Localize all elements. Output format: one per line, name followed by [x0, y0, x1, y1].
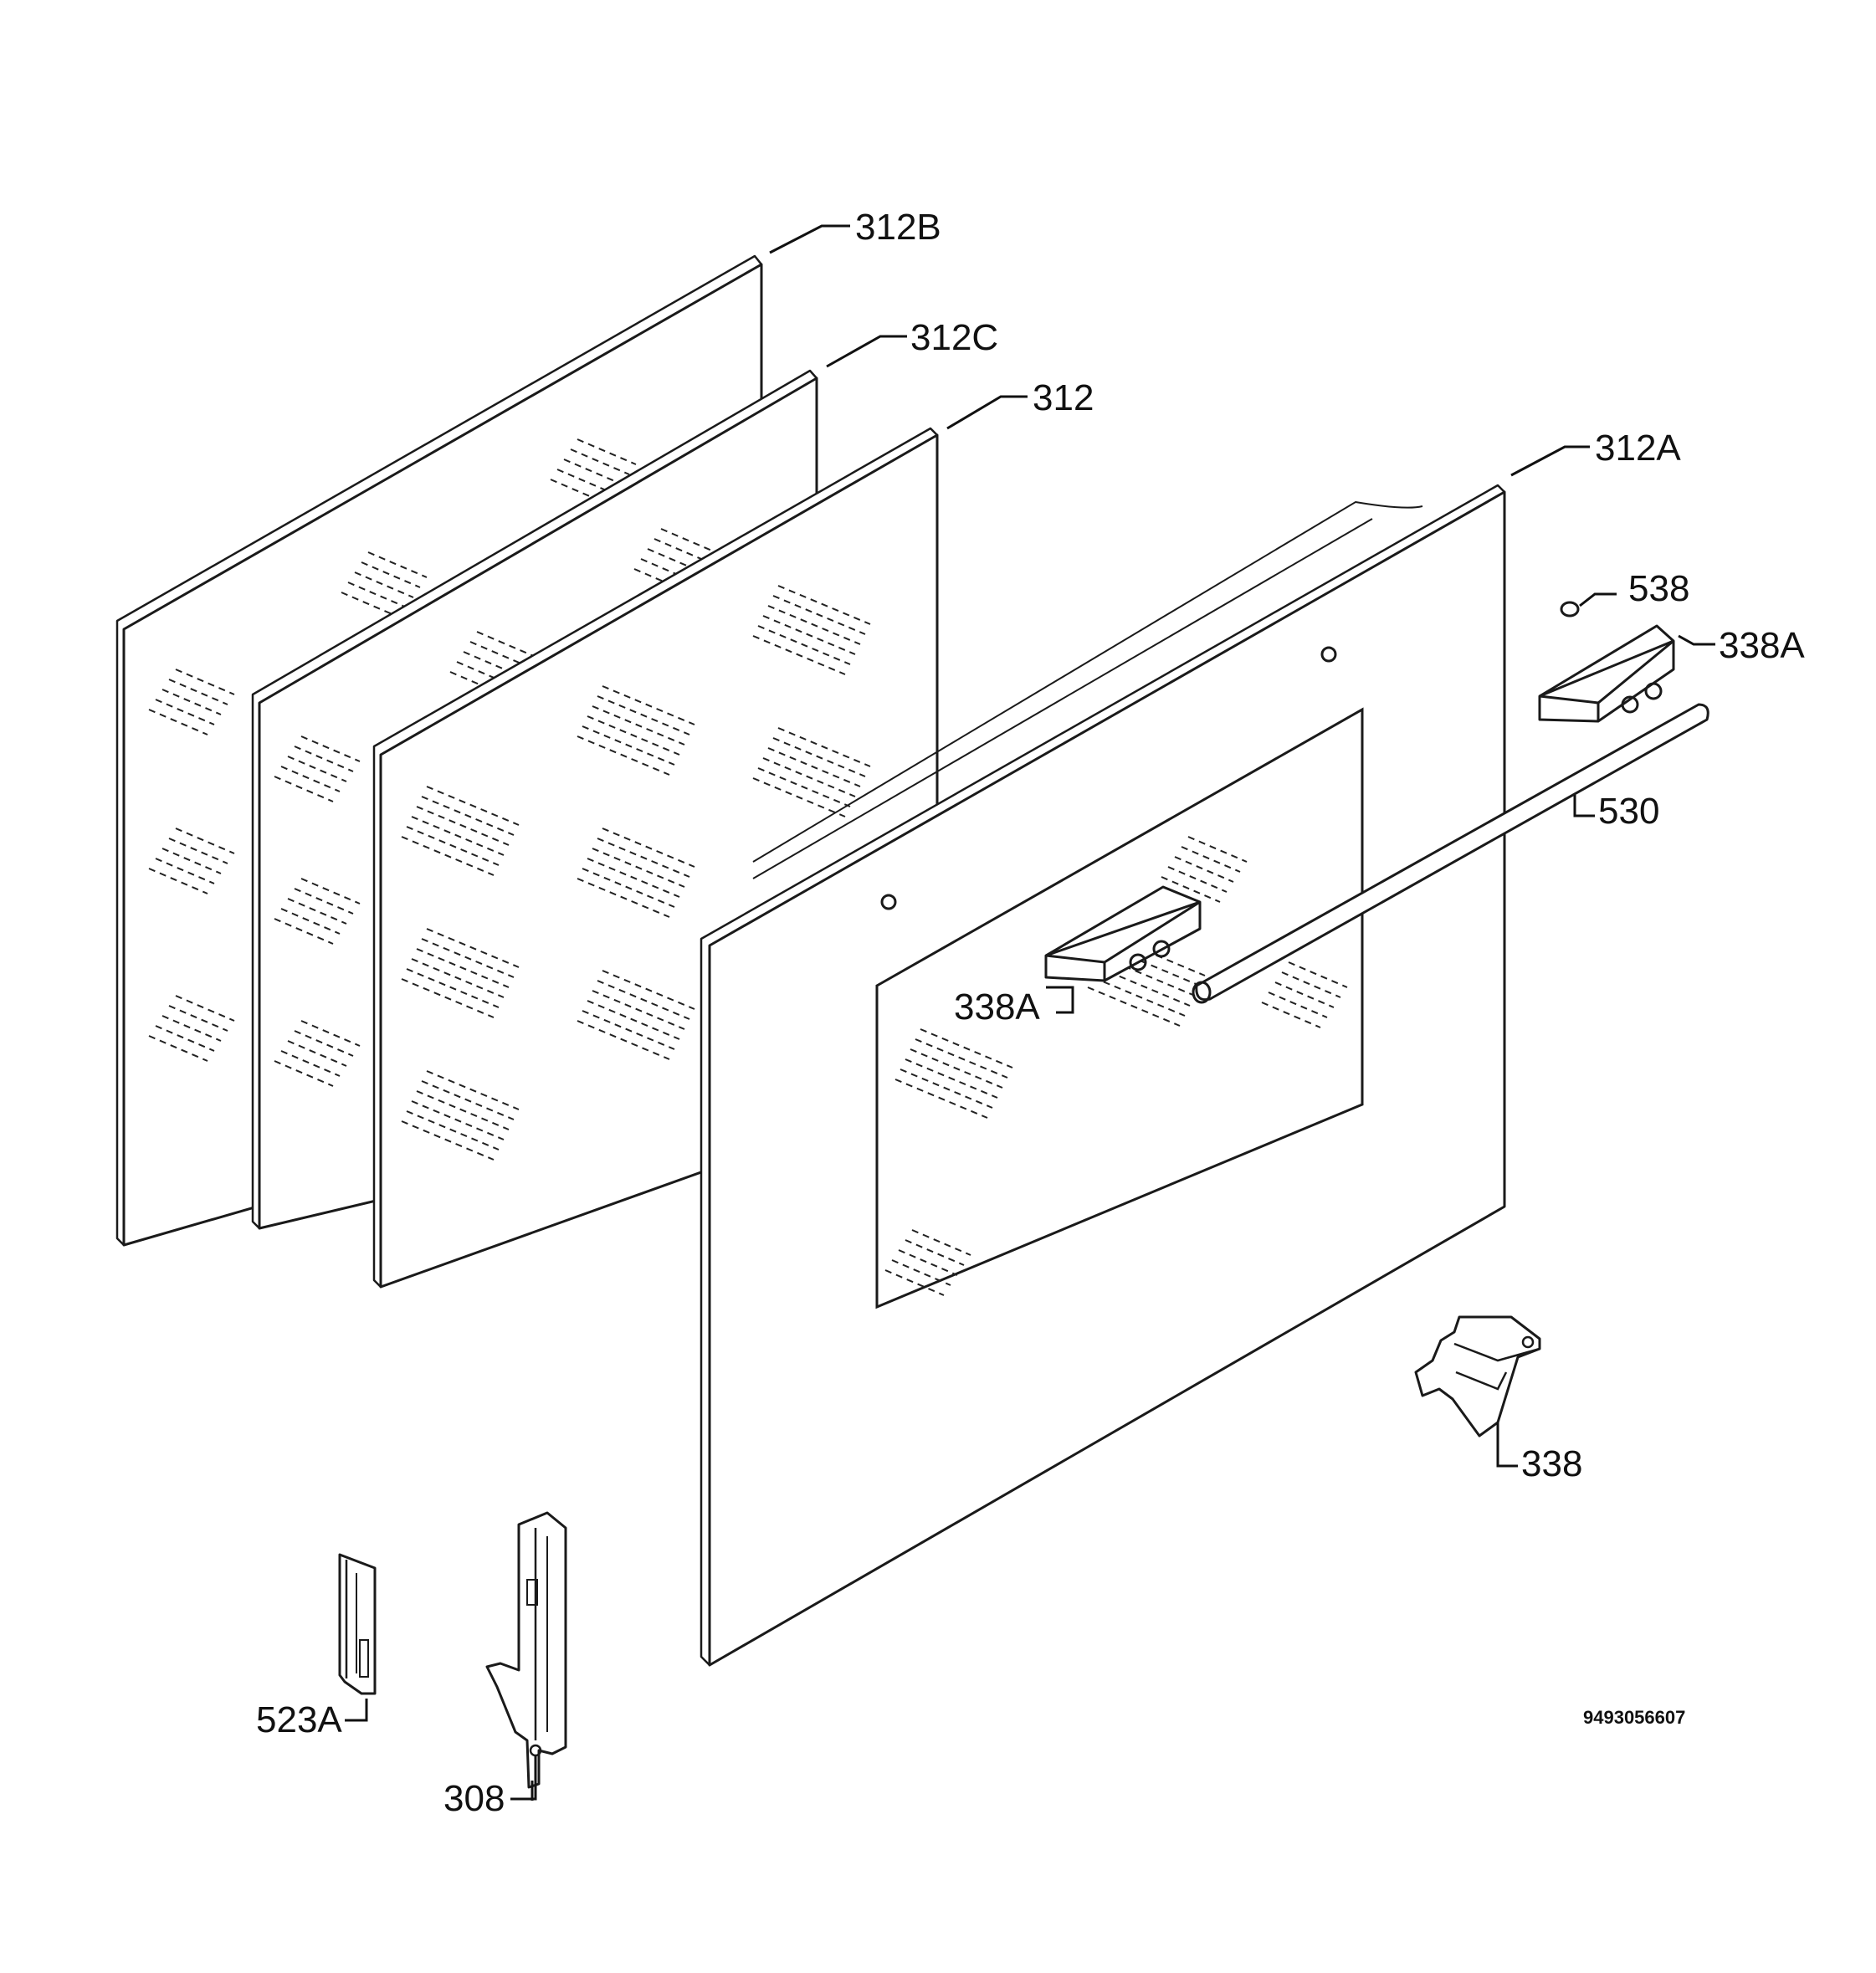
label-530: 530 — [1598, 791, 1659, 832]
label-308: 308 — [443, 1778, 505, 1819]
label-312: 312 — [1033, 377, 1094, 418]
label-312A: 312A — [1595, 428, 1681, 469]
bracket-338 — [1414, 1315, 1541, 1437]
spacer-538 — [1560, 601, 1580, 618]
clip-338A-left — [1044, 885, 1202, 982]
label-523A: 523A — [256, 1699, 342, 1740]
label-338: 338 — [1521, 1443, 1582, 1484]
label-338A-right: 338A — [1719, 625, 1805, 666]
leader-lines — [345, 224, 1715, 1801]
label-538: 538 — [1628, 568, 1689, 609]
trim-strip-530 — [1192, 703, 1709, 1004]
door-outer-glass-312A — [700, 484, 1506, 1667]
hinge-308 — [485, 1511, 567, 1789]
clip-338A-right — [1538, 624, 1675, 723]
label-312C: 312C — [910, 317, 998, 358]
label-312B: 312B — [855, 207, 941, 248]
hinge-cover-523A — [338, 1553, 377, 1695]
label-338A-left: 338A — [954, 986, 1040, 1027]
drawing-number: 9493056607 — [1583, 1707, 1685, 1728]
